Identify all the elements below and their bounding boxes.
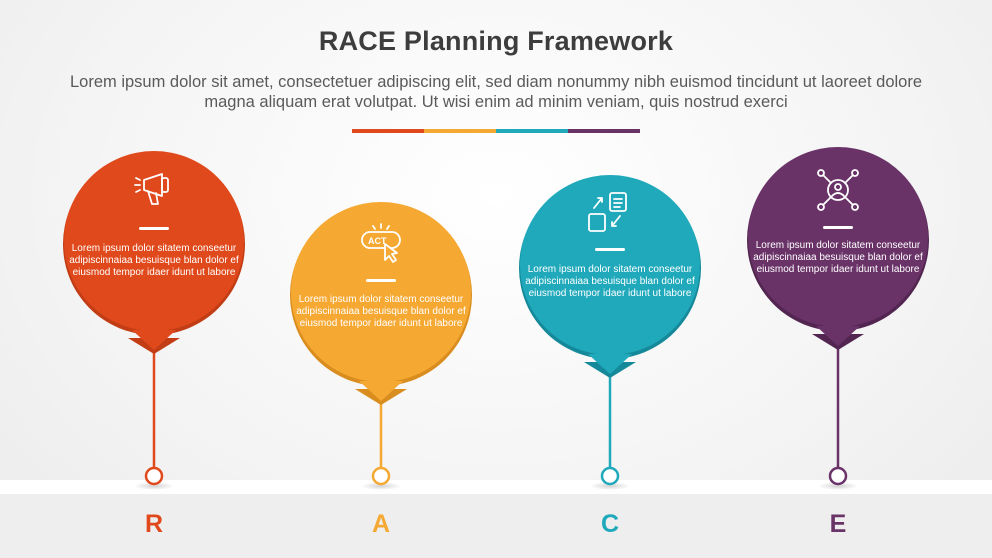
step-r-bubble — [64, 151, 244, 331]
step-a-letter: A — [371, 510, 391, 538]
step-a-dash — [366, 279, 396, 282]
step-c-anchor — [600, 466, 620, 486]
step-e-anchor — [828, 466, 848, 486]
step-r-pin — [63, 151, 245, 490]
step-c-pin — [519, 175, 701, 490]
title-divider — [352, 129, 640, 133]
act-button-icon: ACT — [361, 223, 401, 263]
step-a-pin — [290, 202, 472, 490]
divider-segment-c — [496, 129, 568, 133]
step-c-letter: C — [600, 510, 620, 538]
page-subtitle: Lorem ipsum dolor sit amet, consectetuer… — [69, 73, 923, 111]
network-user-icon — [817, 169, 859, 211]
divider-segment-e — [568, 129, 640, 133]
step-e-text: Lorem ipsum dolor sitatem conseetur adip… — [753, 240, 923, 275]
step-c-dash — [595, 248, 625, 251]
svg-text:ACT: ACT — [368, 236, 387, 246]
divider-segment-a — [424, 129, 496, 133]
step-r-dash — [139, 227, 169, 230]
conversion-flow-icon — [588, 192, 627, 232]
step-a-text: Lorem ipsum dolor sitatem conseetur adip… — [296, 294, 466, 329]
step-a-bubble — [291, 202, 471, 382]
step-a-anchor — [371, 466, 391, 486]
step-c-bubble — [520, 175, 700, 355]
step-e-dash — [823, 226, 853, 229]
step-e-letter: E — [829, 510, 847, 538]
step-r-text: Lorem ipsum dolor sitatem conseetur adip… — [69, 243, 239, 278]
step-e-bubble — [748, 147, 928, 327]
step-c-text: Lorem ipsum dolor sitatem conseetur adip… — [525, 264, 695, 299]
step-r-anchor — [144, 466, 164, 486]
page-title: RACE Planning Framework — [318, 26, 674, 56]
step-e-pin — [747, 147, 929, 490]
baseline-band — [0, 480, 992, 558]
divider-segment-r — [352, 129, 424, 133]
megaphone-icon — [134, 173, 169, 205]
step-r-letter: R — [144, 510, 164, 538]
